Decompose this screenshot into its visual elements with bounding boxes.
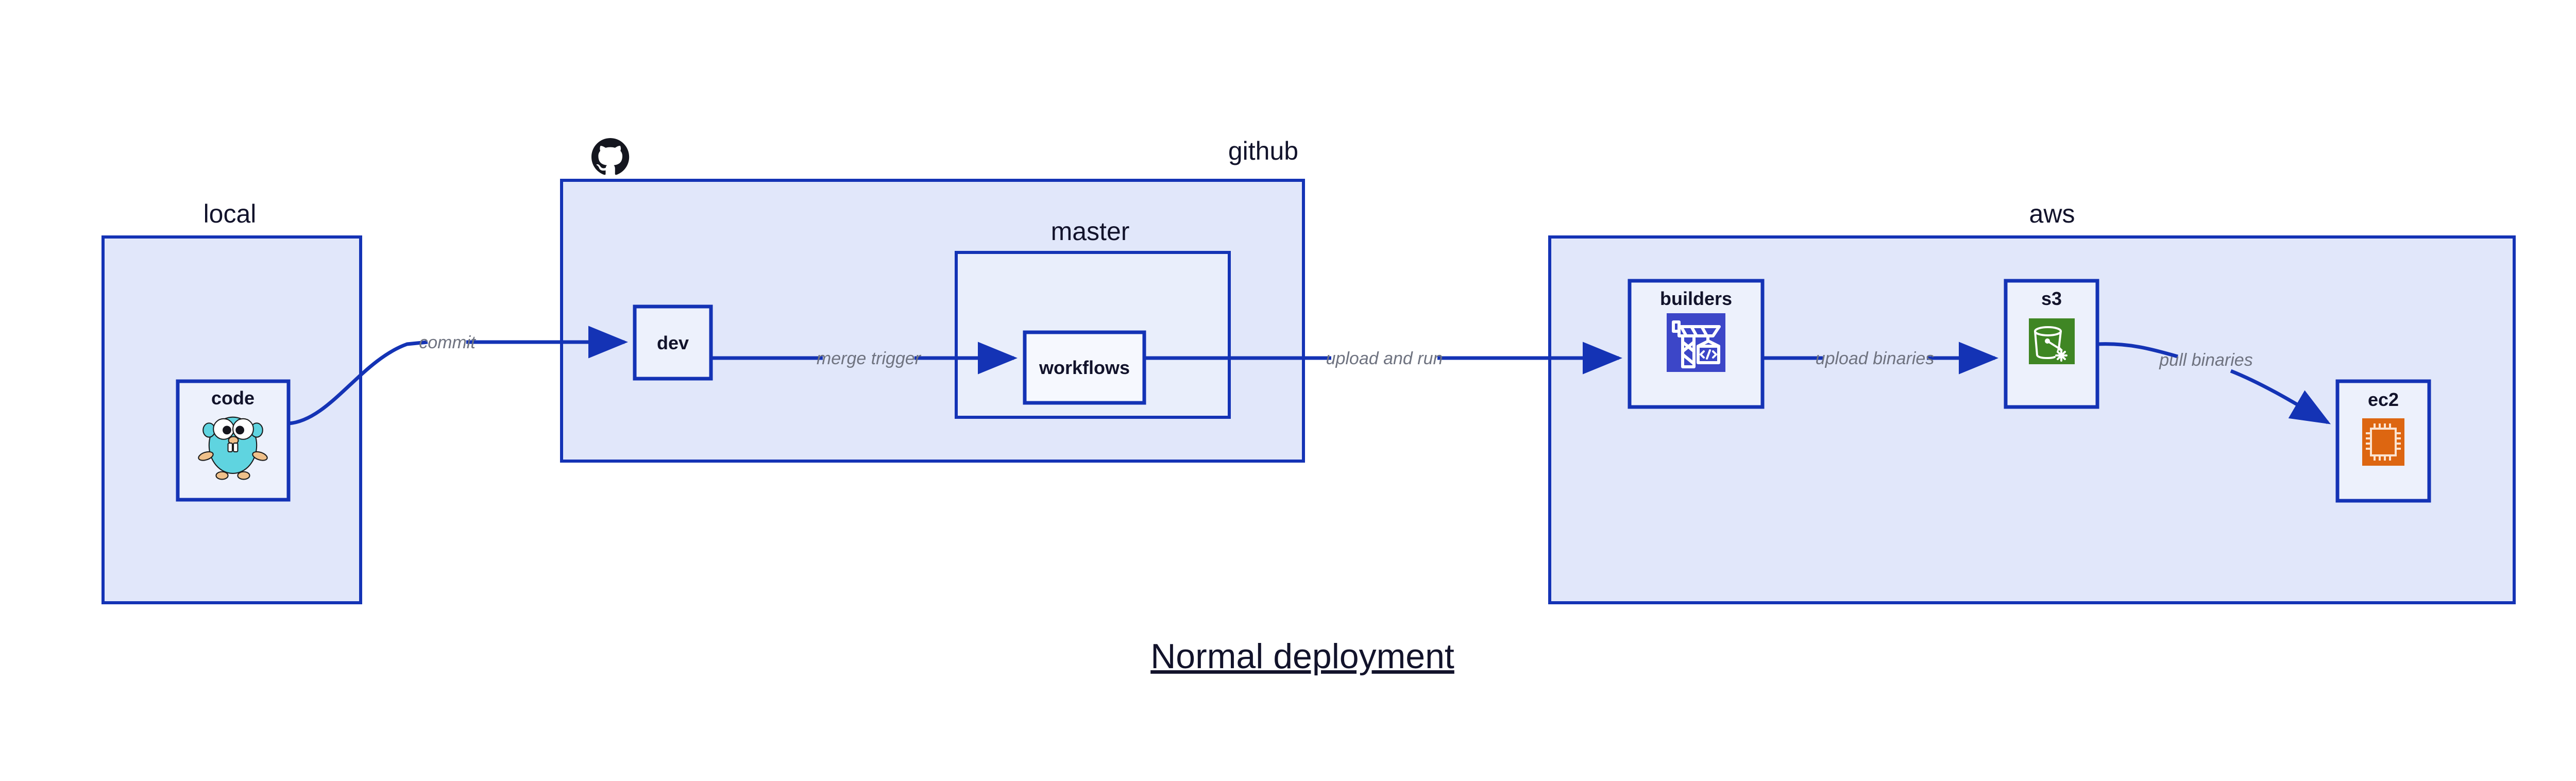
group-label-local: local xyxy=(204,199,257,228)
node-label-ec2: ec2 xyxy=(2368,389,2399,410)
node-code[interactable]: code xyxy=(176,379,291,502)
edge-pull-binaries: pull binaries xyxy=(2097,342,2331,425)
group-label-master: master xyxy=(1051,217,1130,246)
node-rect-dev[interactable] xyxy=(633,304,713,381)
edge-path-commit-curve xyxy=(288,340,428,426)
github-octocat-logo xyxy=(591,138,630,175)
node-rect-s3[interactable] xyxy=(2004,279,2099,409)
edge-path-pb-b xyxy=(2230,369,2331,425)
node-label-builders: builders xyxy=(1660,288,1732,309)
node-workflows[interactable]: workflows xyxy=(1023,330,1146,405)
edge-upload-and-run: upload and run xyxy=(1144,342,1622,375)
node-label-code: code xyxy=(211,387,255,409)
node-label-workflows: workflows xyxy=(1039,357,1130,378)
edge-label-pull-binaries: pull binaries xyxy=(2159,350,2252,370)
edge-label-commit: commit xyxy=(419,333,476,352)
node-label-s3: s3 xyxy=(2041,288,2062,309)
node-builders[interactable]: builders xyxy=(1628,279,1765,409)
node-label-dev: dev xyxy=(657,332,689,353)
node-dev[interactable]: dev xyxy=(633,304,713,381)
diagram-title: Normal deployment xyxy=(1150,637,1454,676)
edge-merge-trigger: merge trigger xyxy=(711,342,1018,375)
cpu-chip-icon xyxy=(2362,418,2404,466)
group-label-aws: aws xyxy=(2029,199,2075,228)
go-gopher-icon xyxy=(198,416,268,480)
node-s3[interactable]: s3 xyxy=(2004,279,2099,409)
s3-bucket-icon xyxy=(2029,318,2075,364)
crane-code-icon xyxy=(1667,313,1725,372)
edge-label-upload-and-run: upload and run xyxy=(1326,349,1443,368)
edge-path-pb-a xyxy=(2097,342,2178,359)
node-ec2[interactable]: ec2 xyxy=(2335,379,2431,503)
edge-upload-binaries: upload binaries xyxy=(1762,342,1998,375)
node-rect-workflows[interactable] xyxy=(1023,330,1146,405)
group-label-github: github xyxy=(1228,137,1298,165)
edge-label-merge-trigger: merge trigger xyxy=(817,349,922,368)
edge-label-upload-binaries: upload binaries xyxy=(1816,349,1935,368)
edge-commit: commit xyxy=(288,326,628,426)
